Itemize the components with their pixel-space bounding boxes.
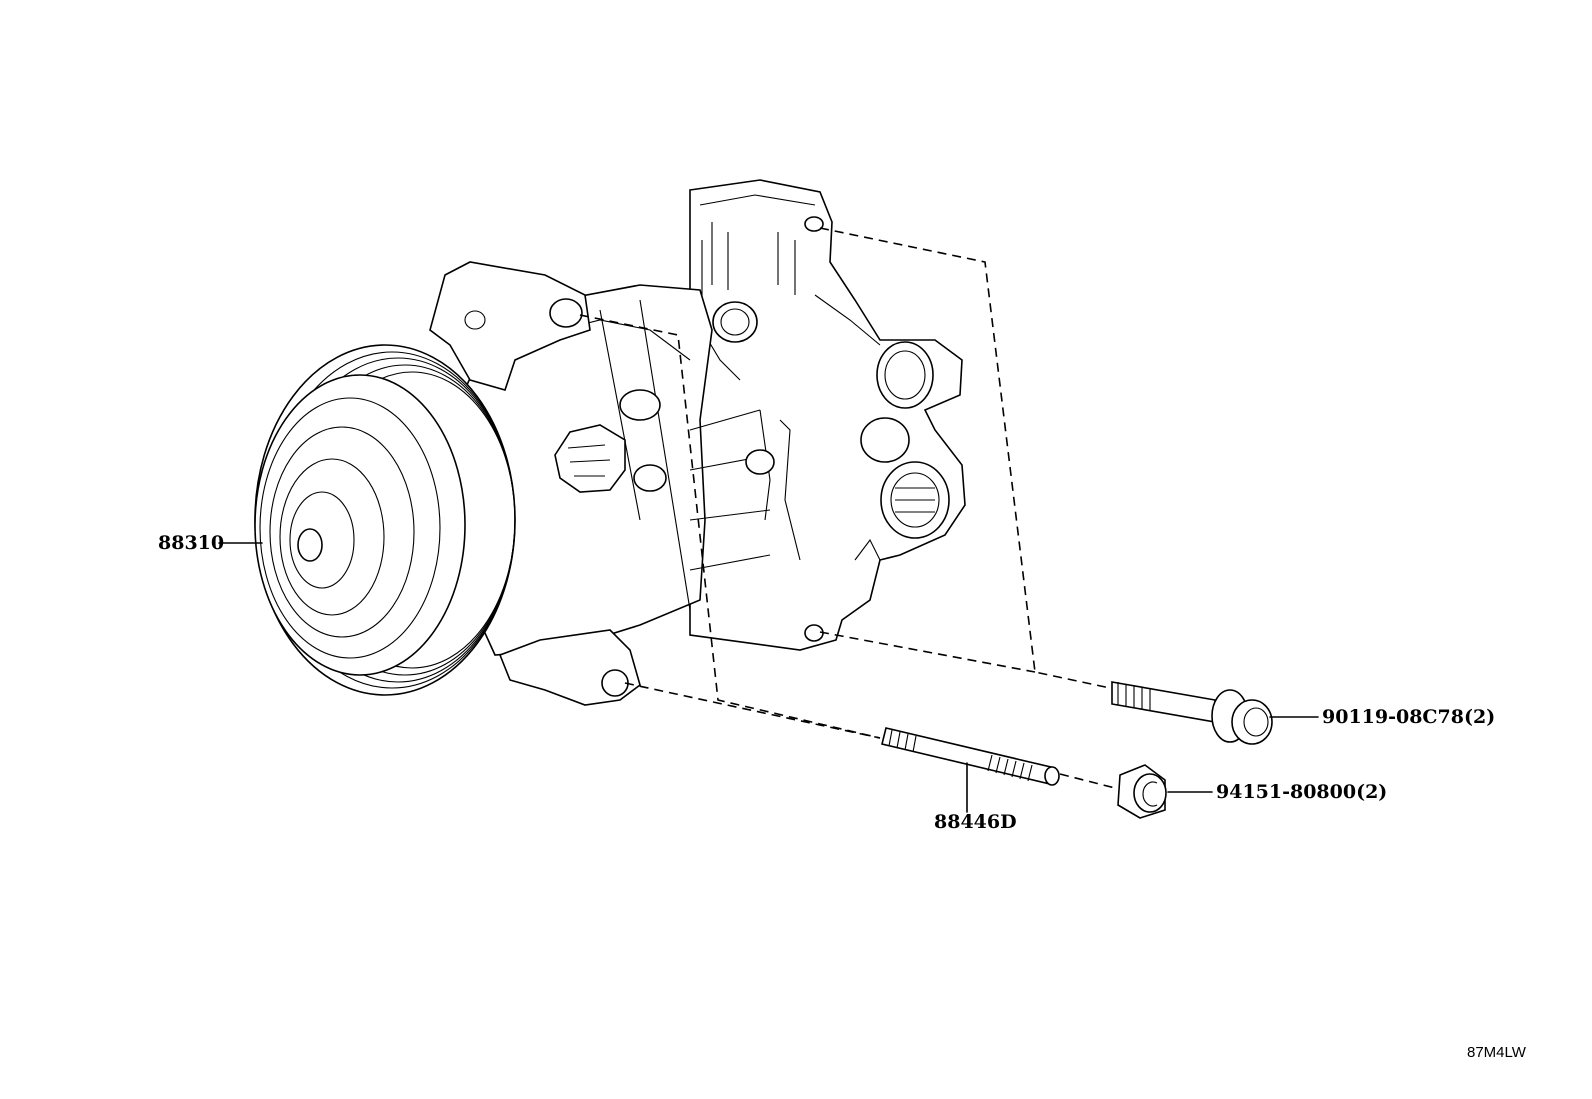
part-label-bolt: 90119-08C78(2): [1322, 706, 1496, 728]
illustration-code: 87M4LW: [1467, 1044, 1526, 1061]
part-label-stud: 88446D: [934, 811, 1017, 833]
compressor-front-brackets: [429, 261, 641, 706]
compressor-pulley: [254, 344, 516, 696]
compressor-rear-housing: [689, 179, 966, 651]
leader-lines: [218, 542, 1319, 813]
part-label-compressor: 88310: [158, 532, 225, 554]
bolt-part: [1111, 681, 1273, 745]
compressor-assembly: [254, 179, 966, 706]
assembly-lines: [579, 227, 1116, 789]
part-label-nut: 94151-80800(2): [1216, 781, 1388, 803]
stud-part: [881, 727, 1060, 786]
nut-part: [1117, 764, 1167, 819]
